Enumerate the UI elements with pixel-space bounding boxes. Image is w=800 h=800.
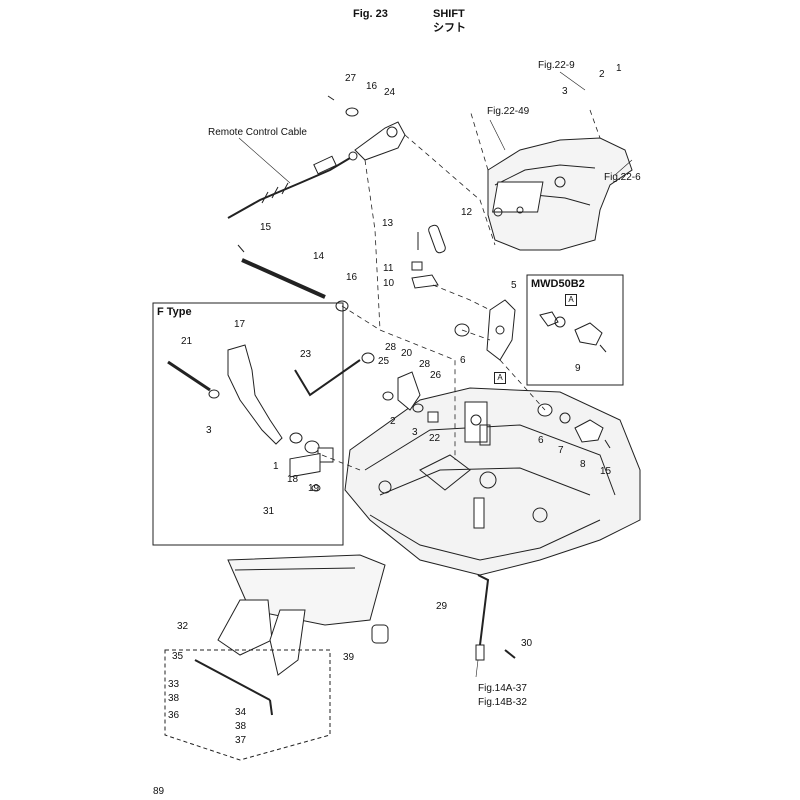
callout-1: 1 (616, 63, 622, 74)
callout-13: 13 (382, 218, 394, 229)
callout-7: 7 (558, 445, 564, 456)
mwd-label: MWD50B2 (531, 278, 585, 290)
lower-housing (344, 387, 641, 576)
ref-fig22-6: Fig.22-6 (604, 172, 641, 183)
remote-cable-label: Remote Control Cable (208, 127, 307, 138)
callout-22: 22 (429, 433, 441, 444)
callout-30: 30 (521, 638, 533, 649)
callout-10: 10 (383, 278, 395, 289)
callout-15-lower: 15 (600, 466, 612, 477)
callout-25: 25 (378, 356, 390, 367)
remote-control-cable (227, 151, 358, 219)
callout-33: 33 (168, 679, 180, 690)
callout-3: 3 (562, 86, 568, 97)
callout-26: 26 (430, 370, 442, 381)
callout-32: 32 (177, 621, 189, 632)
callout-27: 27 (345, 73, 357, 84)
callout-8: 8 (580, 459, 586, 470)
callout-35: 35 (172, 651, 184, 662)
callout-14: 14 (313, 251, 325, 262)
upper-housing (487, 137, 633, 251)
leader-lines (321, 109, 601, 471)
callout-6-lower: 6 (538, 435, 544, 446)
callout-2-center: 2 (390, 416, 396, 427)
callout-15: 15 (260, 222, 272, 233)
figure-title: SHIFT (433, 8, 465, 20)
figure-number: Fig. 23 (353, 8, 388, 20)
callout-18: 18 (287, 474, 299, 485)
callout-19: 19 (308, 483, 320, 494)
mwd50b2-inset (526, 274, 624, 386)
tiller-assembly (164, 554, 389, 761)
f-type-label: F Type (157, 306, 192, 318)
tag-a-main: A (494, 372, 506, 384)
callout-17: 17 (234, 319, 246, 330)
callout-9: 9 (575, 363, 581, 374)
ref-fig14a: Fig.14A-37 (478, 683, 527, 694)
figure-title-jp: シフト (433, 22, 466, 34)
callout-37: 37 (235, 735, 247, 746)
callout-29: 29 (436, 601, 448, 612)
part-14-shift-rod (237, 244, 349, 312)
part-10-13-bracket (411, 224, 446, 289)
callout-16: 16 (366, 81, 378, 92)
parts-20-28-link (361, 352, 439, 423)
callout-leaders (238, 71, 633, 678)
callout-3-ftype: 3 (206, 425, 212, 436)
callout-16-rod: 16 (346, 272, 358, 283)
part-5-shift-arm (454, 299, 516, 361)
callout-34: 34 (235, 707, 247, 718)
callout-11: 11 (383, 263, 394, 274)
callout-23: 23 (300, 349, 312, 360)
callout-36: 36 (168, 710, 180, 721)
f-type-inset (152, 302, 361, 546)
callout-1-ftype: 1 (273, 461, 279, 472)
callout-31: 31 (263, 506, 275, 517)
callout-38: 38 (168, 693, 180, 704)
ref-fig22-49: Fig.22-49 (487, 106, 530, 117)
callout-28-b: 28 (419, 359, 431, 370)
callout-6: 6 (460, 355, 466, 366)
callout-38-b: 38 (235, 721, 247, 732)
part-24-shift-link (327, 95, 406, 161)
callout-20: 20 (401, 348, 413, 359)
callout-21: 21 (181, 336, 193, 347)
callout-2: 2 (599, 69, 605, 80)
callout-3-center: 3 (412, 427, 418, 438)
callout-39: 39 (343, 652, 355, 663)
tag-a-inset: A (565, 294, 577, 306)
part-29-rod (475, 574, 516, 661)
callout-12: 12 (461, 207, 473, 218)
page-number: 89 (153, 786, 165, 797)
callout-5: 5 (511, 280, 517, 291)
ref-fig14b: Fig.14B-32 (478, 697, 527, 708)
ref-fig22-9: Fig.22-9 (538, 60, 575, 71)
callout-28: 28 (385, 342, 397, 353)
callout-24: 24 (384, 87, 396, 98)
